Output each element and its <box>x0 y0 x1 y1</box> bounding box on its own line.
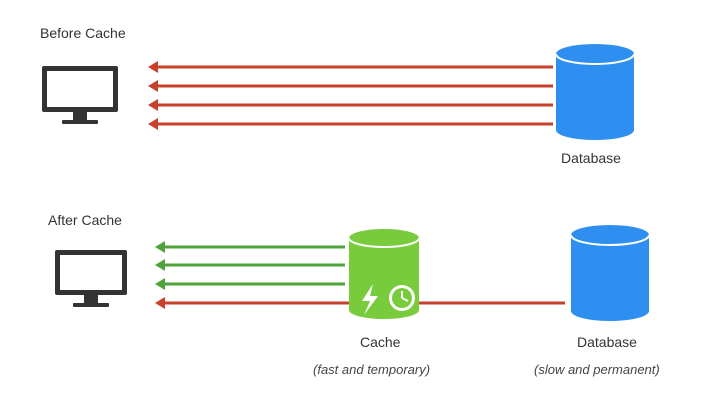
after-database-icon <box>570 225 650 321</box>
lightning-icon <box>362 284 378 315</box>
before-cache-title: Before Cache <box>40 25 126 41</box>
before-monitor-icon <box>42 66 118 124</box>
before-database-icon <box>555 44 635 140</box>
cache-note: (fast and temporary) <box>313 362 431 377</box>
clock-icon <box>389 285 415 311</box>
cache-label: Cache <box>360 334 401 350</box>
before-arrows <box>148 61 553 130</box>
cache-icon <box>348 229 420 319</box>
database-note: (slow and permanent) <box>534 362 660 377</box>
after-database-label: Database <box>577 334 637 350</box>
before-database-label: Database <box>561 150 621 166</box>
after-cache-title: After Cache <box>48 212 122 228</box>
cache-hit-arrows <box>155 241 345 290</box>
after-monitor-icon <box>55 250 127 307</box>
